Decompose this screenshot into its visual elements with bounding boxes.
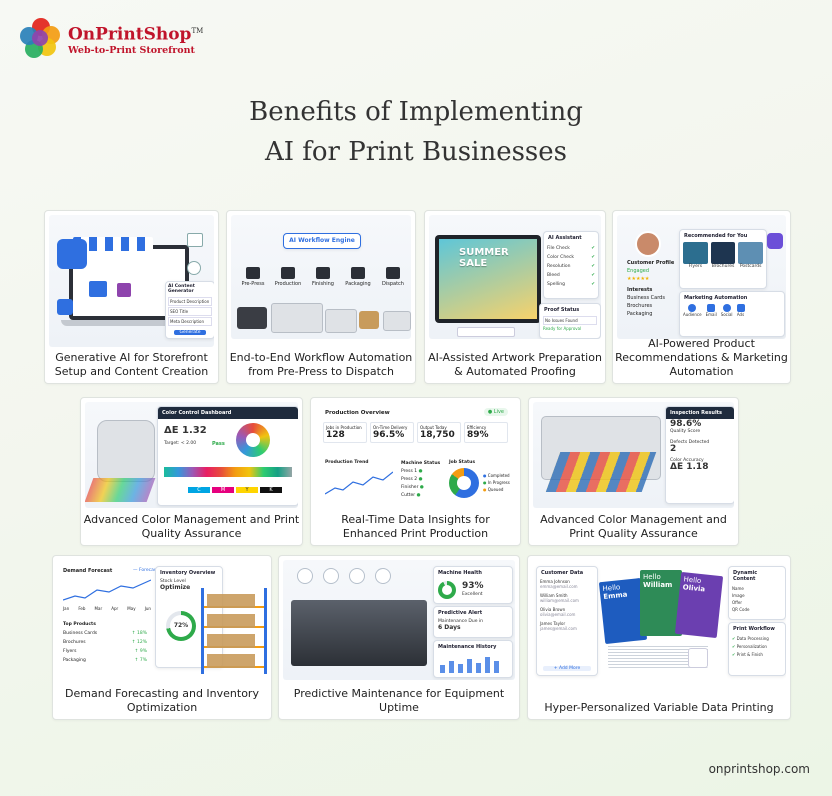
machine-health-panel: Machine Health 93% Excellent [433,566,513,604]
color-management-illustration: Color Control Dashboard ΔE 1.32 Target: … [85,402,298,508]
tshirt-icon [89,281,107,297]
offset-press [291,600,427,666]
benefit-card-workflow: AI Workflow Engine Pre-Press Production … [226,210,416,384]
globe-icon [187,261,201,275]
check-icon: ✔ [591,264,595,269]
ai-assistant-panel: AI Assistant File Check ✔ Color Check ✔ … [543,231,599,299]
dispatch-truck-icon [386,267,400,279]
benefit-card-color-management: Color Control Dashboard ΔE 1.32 Target: … [80,397,303,546]
quality-inspection-illustration: Inspection Results 98.6% Quality Score D… [533,402,734,508]
predictive-alert-panel: Predictive Alert Maintenance Due in 6 Da… [433,606,513,638]
card-caption: Real-Time Data Insights for Enhanced Pri… [341,513,490,540]
card-caption: Hyper-Personalized Variable Data Printin… [544,701,774,714]
audience-icon [688,304,697,312]
add-more-button[interactable]: + Add More [543,666,591,671]
cart-icon [57,299,73,315]
benefit-card-recommendations: Customer Profile Engaged ★★★★★ Interests… [612,210,791,384]
card-caption: Predictive Maintenance for Equipment Upt… [293,687,505,714]
check-icon: ✔ [591,282,595,287]
avatar [635,231,661,257]
storefront-illustration: AI Content Generator Product Description… [49,215,214,347]
workstation [237,307,267,329]
ai-workflow-engine-badge: AI Workflow Engine [283,233,361,249]
color-control-dashboard: Color Control Dashboard ΔE 1.32 Target: … [157,406,298,506]
card-caption: Demand Forecasting and Inventory Optimiz… [65,687,259,714]
press-machine [271,303,323,333]
proof-status-panel: Proof Status No Issues Found Ready for A… [539,303,601,339]
inspection-results-panel: Inspection Results 98.6% Quality Score D… [665,406,734,504]
social-icon [722,304,731,312]
benefit-card-quality-inspection: Inspection Results 98.6% Quality Score D… [528,397,739,546]
live-badge: ● Live [483,408,508,416]
maintenance-history-panel: Maintenance History [433,640,513,678]
benefit-card-storefront: AI Content Generator Product Description… [44,210,219,384]
waveform-icon [323,568,339,584]
spectrophotometer [97,420,155,482]
logo-flower-icon [20,18,62,60]
data-insights-illustration: Production Overview ● Live Jobs in Produ… [315,402,516,508]
brand-logo[interactable]: OnPrintShopTM Web-to-Print Storefront [20,18,203,60]
card-caption: AI-Assisted Artwork Preparation & Automa… [428,351,602,378]
production-icon [281,267,295,279]
ai-brain-icon [57,239,87,269]
boxes [359,311,379,329]
page-title: Benefits of Implementing AI for Print Bu… [249,97,583,167]
recommended-panel: Recommended for You Flyers Brochures Pos… [679,229,767,289]
image-icon [187,233,203,247]
finishing-icon [316,267,330,279]
delivery-truck [383,311,411,331]
mug-icon [117,283,131,297]
target-icon [767,233,783,249]
check-icon: ✔ [591,273,595,278]
benefit-card-predictive-maintenance: Machine Health 93% Excellent Predictive … [278,555,520,720]
brand-tagline: Web-to-Print Storefront [68,44,195,56]
brand-name: OnPrintShopTM [68,24,204,45]
marketing-automation-panel: Marketing Automation Audience Email Soci… [679,291,785,337]
warning-icon [375,568,391,584]
mug-icon [688,648,708,668]
demand-forecast-line [63,579,151,601]
recommendations-illustration: Customer Profile Engaged ★★★★★ Interests… [617,215,786,339]
generate-button[interactable]: Generate [174,330,206,335]
ads-icon [736,304,745,312]
print-workflow-panel: Print Workflow ✔ Data Processing ✔ Perso… [728,622,786,676]
check-icon: ✔ [591,246,595,251]
check-icon: ✔ [591,255,595,260]
production-trend-line [325,471,393,495]
workflow-illustration: AI Workflow Engine Pre-Press Production … [231,215,411,339]
benefit-card-data-insights: Production Overview ● Live Jobs in Produ… [310,397,521,546]
footer-url[interactable]: onprintshop.com [708,762,810,776]
prepress-icon [246,267,260,279]
email-icon [707,304,716,312]
card-caption: Advanced Color Management and Print Qual… [540,513,727,540]
card-caption: End-to-End Workflow Automation from Pre-… [229,351,413,378]
maintenance-illustration: Machine Health 93% Excellent Predictive … [283,560,515,680]
packaging-icon [351,267,365,279]
card-caption: Advanced Color Management and Print Qual… [83,513,300,540]
thermometer-icon [297,568,313,584]
card-caption: AI-Powered Product Recommendations & Mar… [615,337,788,378]
finishing-machine [325,309,357,333]
card-caption: Generative AI for Storefront Setup and C… [54,351,209,378]
ai-content-generator-panel: AI Content Generator Product Description… [165,281,214,339]
gear-icon [349,568,365,584]
